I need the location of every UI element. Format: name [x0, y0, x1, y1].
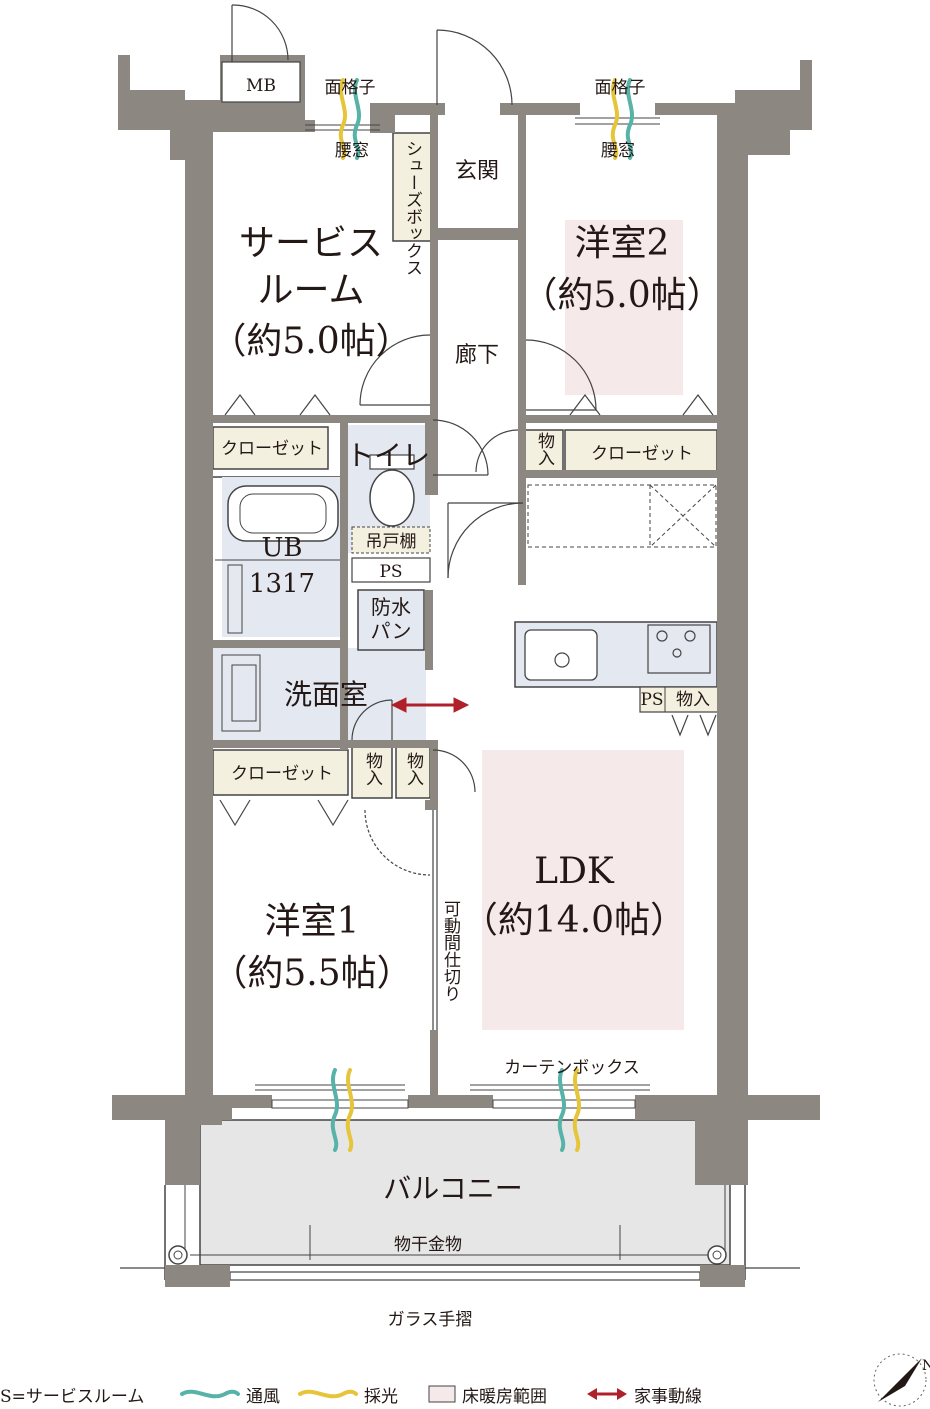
ub-label-2: 1317 — [249, 569, 315, 599]
legend-ventilation: 通風 — [246, 1387, 280, 1407]
hanging-shelf-label: 吊戸棚 — [366, 532, 417, 552]
closet-service-label: クローゼット — [221, 439, 323, 459]
bathtub — [227, 485, 339, 542]
western2-label: 洋室2 — [575, 223, 670, 264]
waterproof-pan — [357, 589, 425, 651]
closet-western1-box — [212, 749, 349, 796]
glass-railing-label: ガラス手摺 — [388, 1310, 473, 1330]
balcony-label: バルコニー — [383, 1172, 522, 1205]
floor-heating-ldk — [482, 750, 684, 1030]
laundry-hanger-label: 物干金物 — [394, 1235, 462, 1255]
legend-floor-heating-icon — [428, 1385, 456, 1403]
toilet-bowl-icon — [369, 469, 415, 527]
housework-arrow-icon — [390, 697, 470, 713]
legend: S=サービスルーム 通風 採光 床暖房範囲 家事動線 — [0, 1378, 930, 1408]
storage-hall-box — [524, 429, 564, 476]
grille-right-label: 面格子 — [595, 78, 646, 98]
ldk-label: LDK — [534, 851, 615, 892]
compass-north: N — [922, 1358, 930, 1374]
walls — [112, 55, 820, 1185]
drain-left-icon — [168, 1245, 188, 1265]
legend-housework: 家事動線 — [634, 1387, 702, 1407]
legend-daylight-icon — [298, 1389, 358, 1399]
waterproof-pan-label-1: 防水 — [371, 595, 411, 619]
western1-label: 洋室1 — [265, 901, 360, 942]
door-swings — [219, 4, 717, 1030]
stove-icon — [647, 624, 711, 674]
movable-partition-label: 可動間仕切り — [440, 900, 461, 1002]
washroom-floor — [213, 648, 426, 740]
shoes-box — [392, 132, 432, 242]
curtain-box-label: カーテンボックス — [504, 1058, 640, 1078]
koshimado-right-label: 腰窓 — [601, 141, 635, 161]
hallway-label: 廊下 — [455, 343, 499, 368]
waterproof-pan-label-2: パン — [371, 619, 412, 643]
closet-service-box — [212, 426, 329, 470]
ldk-size: （約14.0帖） — [462, 900, 686, 941]
floor-heating-western2 — [565, 220, 683, 395]
storage-hall-label: 物入 — [534, 432, 555, 466]
grille-left-label: 面格子 — [325, 78, 376, 98]
western2-size: （約5.0帖） — [521, 275, 722, 316]
western1-size: （約5.5帖） — [211, 953, 412, 994]
sink-icon — [524, 629, 598, 681]
legend-housework-icon — [587, 1388, 627, 1400]
ps-toilet-label: PS — [379, 562, 402, 582]
closet-western2-label: クローゼット — [591, 444, 693, 464]
drain-right-icon — [707, 1245, 727, 1265]
service-room-size: （約5.0帖） — [210, 321, 411, 362]
legend-daylight: 採光 — [364, 1387, 398, 1407]
service-room-label-2: ルーム — [258, 270, 365, 311]
washroom-label: 洗面室 — [284, 678, 368, 711]
koshimado-left-label: 腰窓 — [335, 141, 369, 161]
closet-western1-label: クローゼット — [231, 764, 333, 784]
ps-toilet-box — [351, 557, 431, 583]
mb-label: MB — [246, 76, 276, 96]
storage-wash2-label: 物入 — [403, 752, 424, 786]
airflow-indicators — [330, 78, 634, 1152]
closet-western2-box — [564, 429, 718, 476]
legend-floor-heating: 床暖房範囲 — [462, 1387, 547, 1407]
toilet-label: トイレ — [346, 439, 430, 472]
entrance-label: 玄関 — [455, 159, 499, 184]
storage-kitchen-label: 物入 — [676, 690, 710, 710]
legend-service-room: S=サービスルーム — [0, 1387, 145, 1407]
ub-label-1: UB — [261, 533, 302, 563]
service-room-label-1: サービス — [239, 223, 383, 264]
hanging-shelf-box — [351, 526, 431, 554]
compass-icon: N — [873, 1353, 930, 1407]
legend-ventilation-icon — [180, 1389, 240, 1399]
storage-wash1-label: 物入 — [362, 752, 383, 786]
storage-wash1-box — [351, 745, 393, 799]
balcony-floor — [199, 1119, 731, 1266]
ps-kitchen-label: PS — [640, 690, 663, 710]
shoes-box-label: シューズボックス — [402, 140, 422, 276]
glass-railing — [229, 1271, 701, 1281]
